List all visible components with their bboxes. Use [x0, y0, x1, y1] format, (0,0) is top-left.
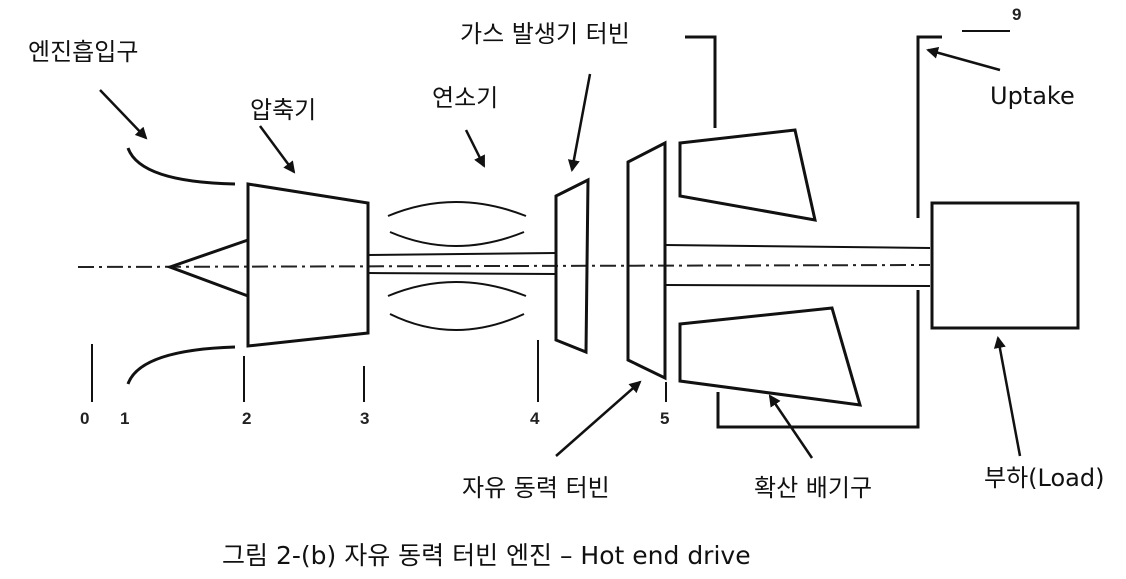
combustor-lower-inner	[389, 313, 525, 331]
free-power-turbine-disk	[626, 140, 667, 381]
load-arrow	[993, 336, 1022, 457]
combustor-upper-inner	[389, 231, 525, 247]
station-number-9: 9	[1012, 5, 1021, 24]
station-number-5: 5	[660, 409, 669, 428]
uptake-lower-loop	[716, 290, 920, 429]
output-shaft-upper	[664, 244, 931, 249]
inlet-arrow	[99, 89, 148, 140]
gas-generator-turbine-shape	[554, 177, 590, 355]
output-shaft-lower	[664, 284, 931, 287]
load-box	[930, 201, 1080, 330]
compressor-shape	[246, 182, 370, 348]
figure-caption: 그림 2-(b) 자유 동력 터빈 엔진 – Hot end drive	[222, 541, 751, 570]
shaft-upper-line	[367, 252, 557, 256]
diffuser-exhaust-arrow	[768, 394, 814, 459]
inlet-lower-curve	[126, 345, 236, 385]
exhaust-duct-lower	[678, 306, 863, 407]
station-number-3: 3	[360, 409, 369, 428]
uptake-duct	[916, 35, 942, 218]
station-number-0: 0	[80, 409, 89, 428]
combustor-arrow	[464, 129, 486, 168]
uptake-arrow	[926, 46, 1001, 72]
inlet-label: 엔진흡입구	[28, 38, 138, 66]
gas-generator-turbine-label: 가스 발생기 터빈	[460, 20, 630, 48]
compressor-label: 압축기	[250, 96, 316, 124]
exhaust-duct-upper	[678, 128, 817, 222]
free-power-turbine-label: 자유 동력 터빈	[462, 474, 610, 502]
load-label: 부하(Load)	[984, 464, 1104, 492]
gas-generator-turbine-arrow	[567, 73, 592, 172]
station-number-2: 2	[242, 409, 251, 428]
engine-centerline	[77, 264, 931, 268]
station-number-4: 4	[530, 409, 540, 428]
shaft-lower-line	[367, 272, 557, 275]
combustor-upper-outer	[387, 201, 527, 217]
compressor-arrow	[258, 125, 296, 174]
diffuser-exhaust-label: 확산 배기구	[754, 474, 872, 502]
combustor-label: 연소기	[432, 84, 498, 112]
nose-cone	[165, 238, 249, 298]
station-number-1: 1	[120, 409, 129, 428]
gas-generator-turbine-bracket	[685, 35, 717, 128]
inlet-upper-curve	[126, 147, 236, 186]
uptake-label: Uptake	[990, 82, 1075, 110]
combustor-lower-outer	[387, 281, 527, 297]
free-power-turbine-arrow	[555, 380, 642, 457]
